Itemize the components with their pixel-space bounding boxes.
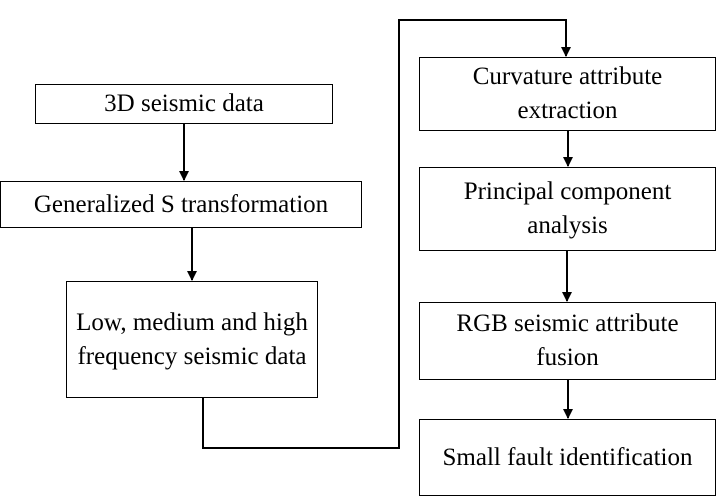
node-small-fault-identification: Small fault identification: [419, 419, 716, 496]
node-label: RGB seismic attribute fusion: [456, 310, 679, 371]
node-generalized-s-transformation: Generalized S transformation: [0, 181, 362, 228]
node-label: 3D seismic data: [104, 90, 264, 117]
edge-b3-b4: [202, 19, 571, 449]
node-principal-component-analysis: Principal component analysis: [419, 167, 716, 251]
node-label: Low, medium and high frequency seismic d…: [76, 308, 308, 370]
node-rgb-seismic-attribute-fusion: RGB seismic attribute fusion: [419, 302, 716, 380]
node-label: Generalized S transformation: [33, 190, 329, 218]
node-frequency-seismic-data: Low, medium and high frequency seismic d…: [66, 281, 318, 398]
node-label: Small fault identification: [442, 443, 693, 471]
node-3d-seismic-data: 3D seismic data: [35, 84, 333, 124]
node-curvature-attribute-extraction: Curvature attribute extraction: [419, 57, 716, 131]
node-label: Curvature attribute extraction: [472, 63, 663, 124]
node-label: Principal component analysis: [463, 178, 672, 239]
